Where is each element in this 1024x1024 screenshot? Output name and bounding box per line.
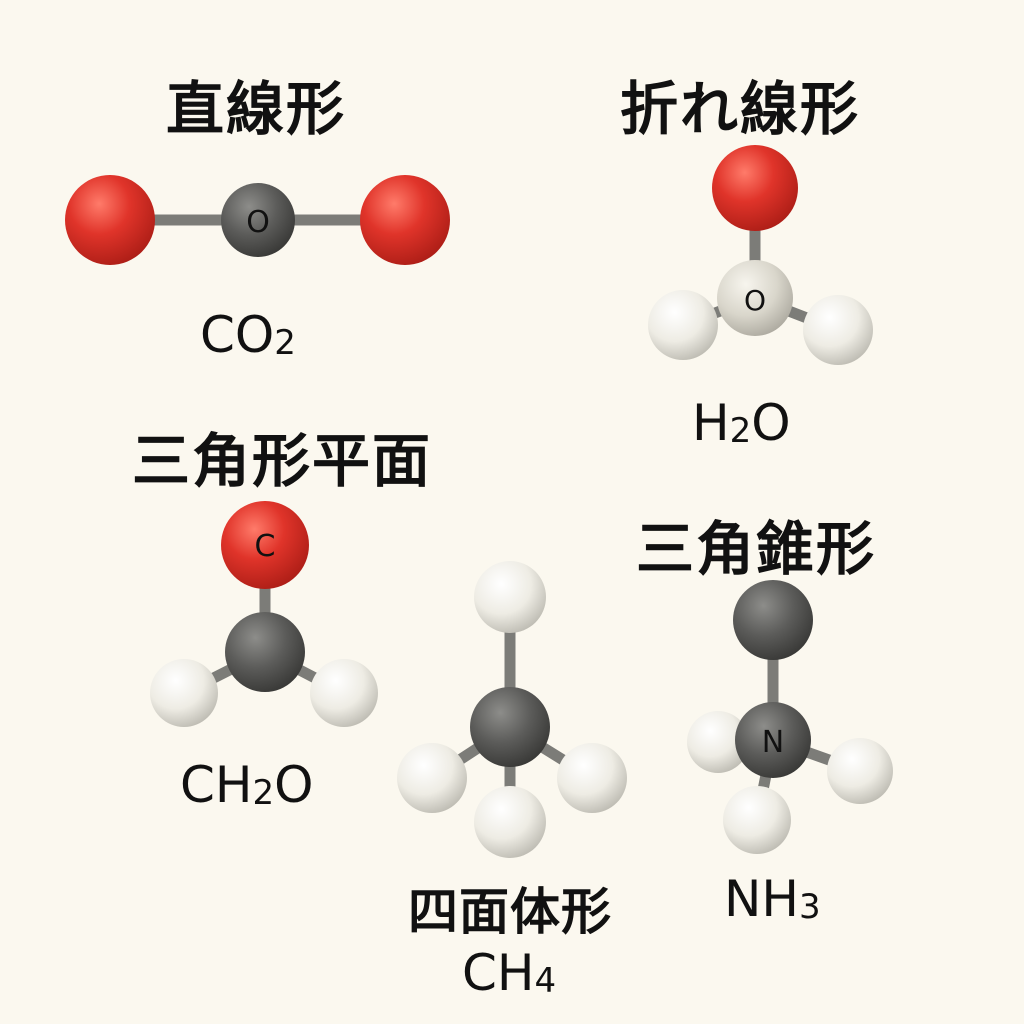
nh3-formula: NH3 <box>724 870 821 928</box>
h2o-shape-label: 折れ線形 <box>620 75 861 143</box>
ch4-formula-subscript: 4 <box>534 961 557 1001</box>
ch2o-model: C <box>150 501 378 727</box>
co2-center-atom <box>221 183 295 257</box>
co2-model: O <box>65 175 450 265</box>
nh3-nitrogen-atom <box>735 702 811 778</box>
ch4-model <box>397 561 627 858</box>
nh3-shape-label: 三角錐形 <box>636 515 877 583</box>
co2-oxygen-left-atom <box>65 175 155 265</box>
ch4-formula-main: CH <box>462 944 535 1002</box>
co2-formula-main: CO <box>200 306 275 364</box>
co2-formula-subscript: 2 <box>274 323 296 363</box>
ch4-hydrogen-right-atom <box>557 743 627 813</box>
h2o-formula-main: H <box>692 394 730 452</box>
nh3-top-atom <box>733 580 813 660</box>
ch2o-hydrogen-right-atom <box>310 659 378 727</box>
nh3-hydrogen-left-atom <box>687 711 749 773</box>
ch4-hydrogen-left-atom <box>397 743 467 813</box>
co2-oxygen-right-atom <box>360 175 450 265</box>
ch4-shape-label: 四面体形 <box>408 883 612 941</box>
ch4-formula: CH4 <box>462 944 556 1002</box>
nh3-formula-subscript: 3 <box>799 887 821 927</box>
co2-center-letter: O <box>246 205 270 240</box>
co2-shape-label: 直線形 <box>166 75 347 143</box>
h2o-model: O <box>648 145 873 365</box>
h2o-oxygen-top-atom <box>712 145 798 231</box>
ch2o-shape-label: 三角形平面 <box>132 427 433 495</box>
ch2o-formula-tail: O <box>274 756 314 814</box>
ch2o-formula-subscript: 2 <box>252 773 275 813</box>
ch2o-top-letter: C <box>255 529 276 564</box>
ch4-carbon-atom <box>470 687 550 767</box>
ch2o-formula: CH2O <box>180 756 314 814</box>
ch2o-formula-main: CH <box>180 756 253 814</box>
ch2o-top-atom <box>221 501 309 589</box>
h2o-hydrogen-right-atom <box>803 295 873 365</box>
ch2o-carbon-atom <box>225 612 305 692</box>
nh3-model: N <box>687 580 893 854</box>
h2o-center-atom <box>717 260 793 336</box>
h2o-hydrogen-left-atom <box>648 290 718 360</box>
ch4-hydrogen-bottom-atom <box>474 786 546 858</box>
ch2o-hydrogen-left-atom <box>150 659 218 727</box>
h2o-formula-tail: O <box>751 394 791 452</box>
ch4-hydrogen-top-atom <box>474 561 546 633</box>
h2o-formula-subscript: 2 <box>729 411 752 451</box>
nh3-formula-main: NH <box>724 870 799 928</box>
nh3-hydrogen-bottom-atom <box>723 786 791 854</box>
nh3-center-letter: N <box>762 725 784 760</box>
co2-formula: CO2 <box>200 306 296 364</box>
h2o-formula: H2O <box>692 394 791 452</box>
h2o-center-letter: O <box>744 284 766 317</box>
nh3-hydrogen-right-atom <box>827 738 893 804</box>
